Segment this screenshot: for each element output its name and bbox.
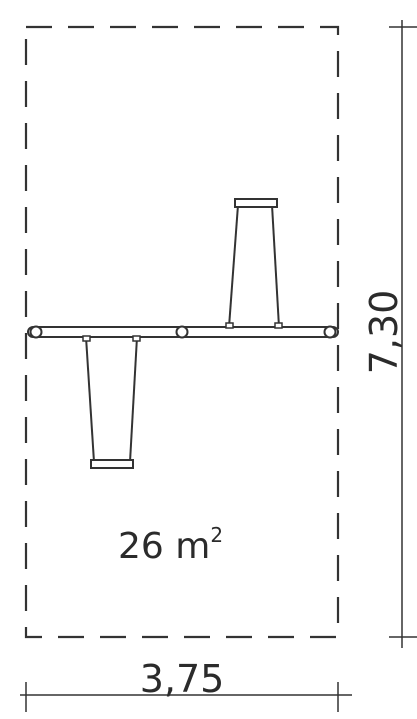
area-label: 26 m2 <box>118 523 223 567</box>
swing-seat-upper <box>234 198 278 208</box>
height-dimension-label: 7,30 <box>362 290 406 375</box>
swing-beam <box>27 325 339 339</box>
swing-seat-lower <box>90 459 134 469</box>
swing-upper <box>225 198 283 329</box>
width-dimension-label: 3,75 <box>140 657 225 701</box>
height-dimension <box>389 20 417 648</box>
width-dimension <box>20 682 352 712</box>
beam-end-left <box>29 325 43 339</box>
beam-joint-middle <box>175 325 189 339</box>
swing-lower <box>82 335 141 469</box>
beam-end-right <box>323 325 337 339</box>
